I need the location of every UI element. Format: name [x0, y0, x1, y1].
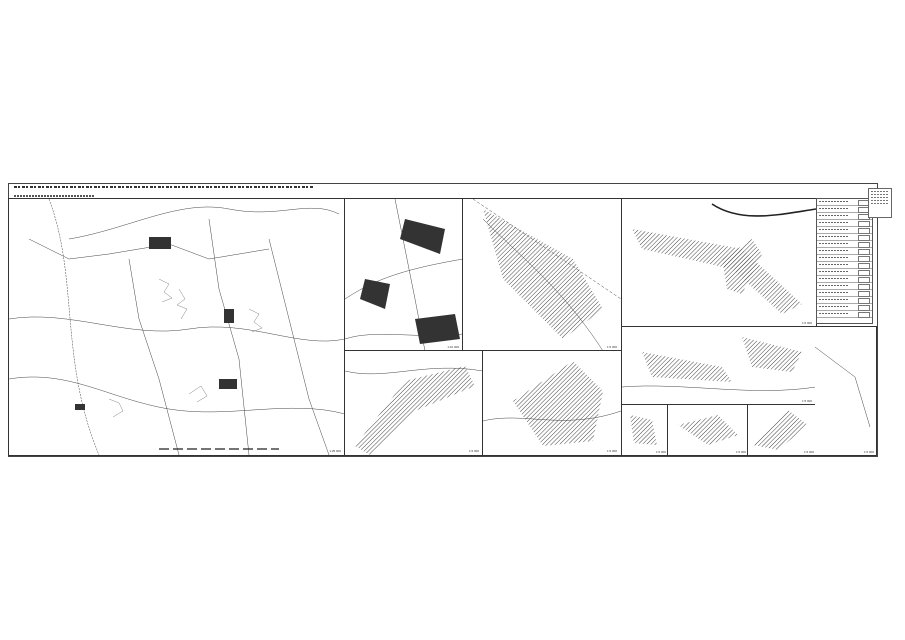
- inset-panel[interactable]: 1:5 000: [815, 326, 877, 456]
- scale-label: 1:25 000: [329, 449, 341, 453]
- scale-label: 1:5 000: [863, 450, 874, 454]
- sheet-title: [14, 186, 314, 190]
- sheet-subtitle: [14, 195, 94, 197]
- scale-label: 1:5 000: [735, 450, 746, 454]
- inset-panel[interactable]: 1:5 000: [667, 404, 749, 456]
- scale-label: 1:10 000: [447, 345, 459, 349]
- scale-label: 1:5 000: [801, 399, 812, 403]
- scale-label: 1:5 000: [801, 321, 812, 325]
- main-map-panel[interactable]: 1:25 000: [8, 198, 346, 456]
- inset-panel[interactable]: 1:5 000: [621, 404, 669, 456]
- inset-panel[interactable]: 1:10 000: [344, 198, 464, 352]
- scale-label: 1:5 000: [468, 449, 479, 453]
- title-block-stamp: [868, 188, 892, 218]
- inset-panel[interactable]: 1:5 000: [344, 350, 484, 456]
- inset-panel[interactable]: 1:5 000: [482, 350, 622, 456]
- scale-label: 1:5 000: [655, 450, 666, 454]
- scale-label: 1:5 000: [606, 345, 617, 349]
- inset-panel[interactable]: 1:5 000: [621, 198, 817, 328]
- map-legend: [816, 198, 873, 324]
- inset-panel[interactable]: 1:5 000: [621, 326, 817, 406]
- inset-panel[interactable]: 1:5 000: [462, 198, 622, 352]
- inset-panel[interactable]: 1:5 000: [747, 404, 817, 456]
- scale-label: 1:5 000: [606, 449, 617, 453]
- scale-label: 1:5 000: [803, 450, 814, 454]
